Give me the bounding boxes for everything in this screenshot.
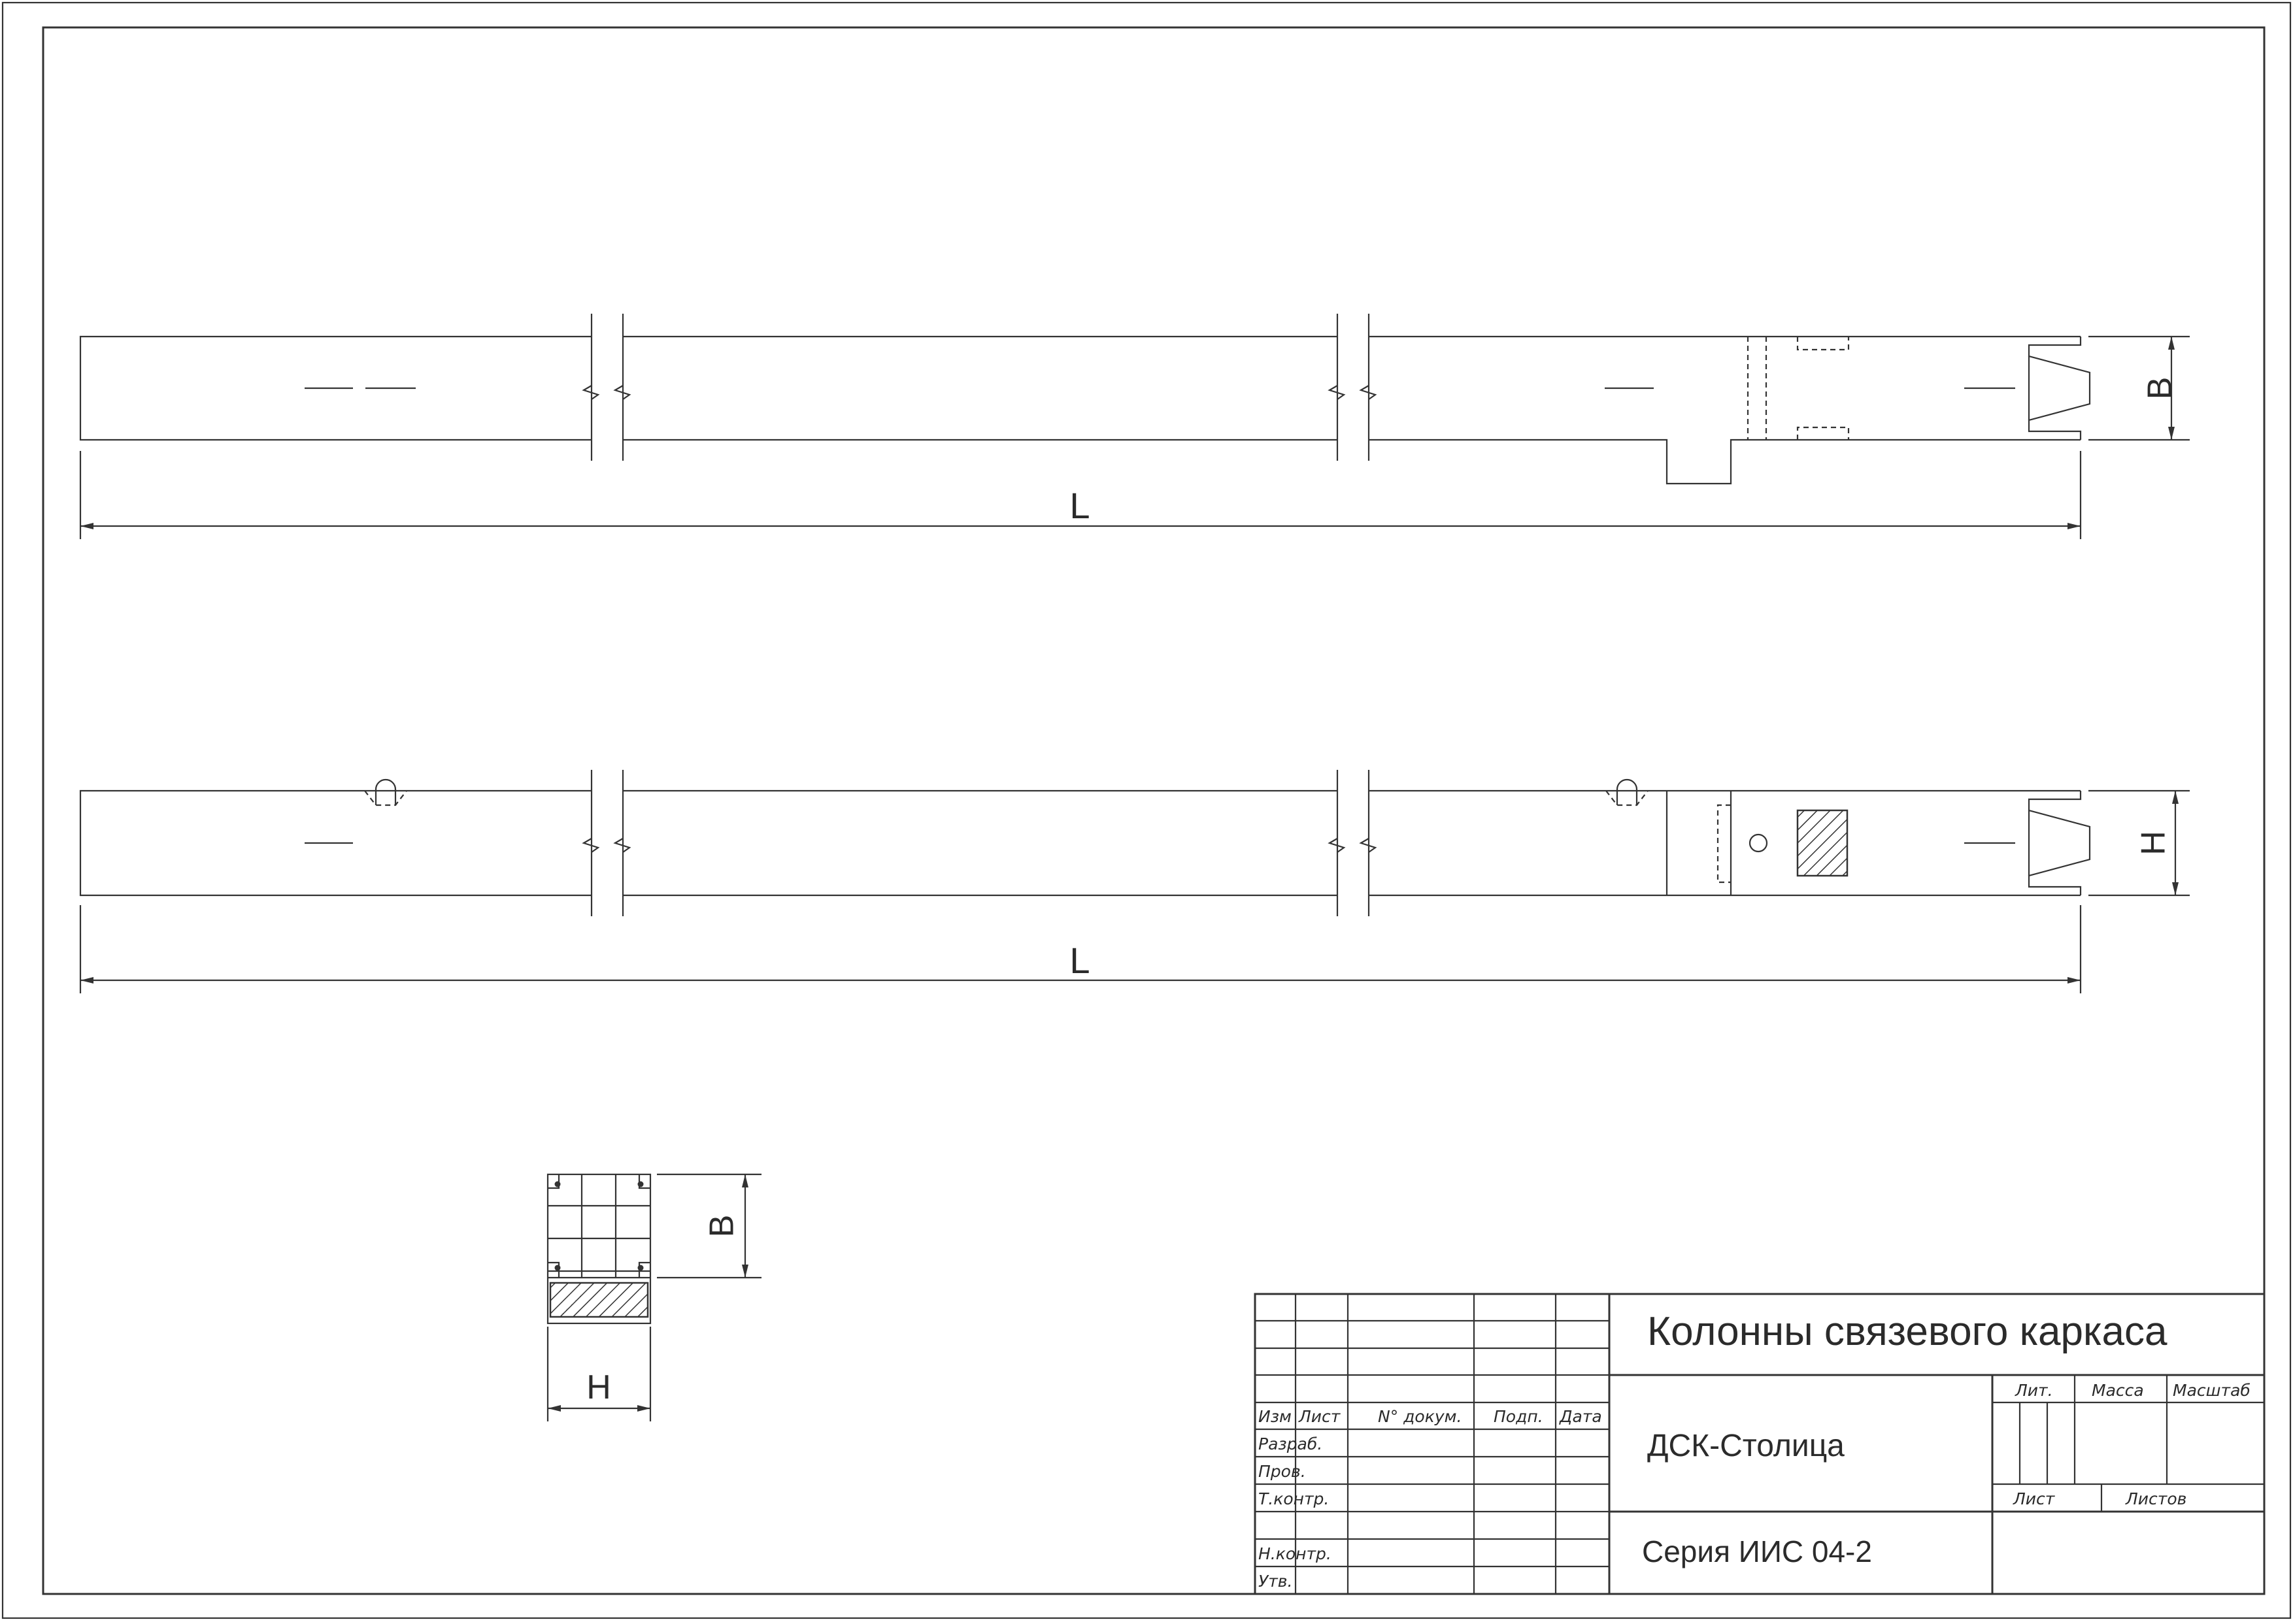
steel-plate-hatched	[1796, 809, 1849, 877]
role-approved: Утв.	[1258, 1572, 1292, 1591]
drawing-frame	[42, 26, 2266, 1595]
header-doc-number: N° докум.	[1378, 1407, 1462, 1426]
column-top-view	[79, 314, 2091, 485]
dimension-width-section	[657, 1173, 762, 1279]
dimension-l-label-top: L	[1069, 485, 1090, 526]
dimension-length-top	[79, 451, 2082, 539]
dimension-h-label-side: H	[2135, 831, 2173, 855]
header-date: Дата	[1559, 1407, 1602, 1426]
label-sheet: Лист	[2013, 1489, 2056, 1508]
role-checked: Пров.	[1258, 1462, 1306, 1481]
side-view-hidden-lines	[364, 790, 1731, 884]
role-norm-control: Н.контр.	[1258, 1544, 1331, 1563]
dimension-b-label-section: B	[703, 1215, 741, 1238]
dimension-height-section	[546, 1327, 652, 1421]
label-lit: Лит.	[2015, 1381, 2053, 1400]
header-izm: Изм	[1258, 1407, 1292, 1426]
drawing-series: Серия ИИС 04-2	[1642, 1534, 1872, 1568]
top-view-hidden-lines	[1747, 337, 1850, 440]
label-sheets: Листов	[2125, 1489, 2186, 1508]
dimension-height-side	[2088, 789, 2190, 897]
label-mass: Масса	[2092, 1381, 2144, 1400]
header-list: Лист	[1298, 1407, 1341, 1426]
cross-section-plate-hatched	[549, 1282, 649, 1318]
header-signature: Подп.	[1494, 1407, 1543, 1426]
dimension-length-side	[79, 905, 2082, 993]
drawing-title: Колонны связевого каркаса	[1647, 1309, 2167, 1354]
label-scale: Масштаб	[2173, 1381, 2251, 1400]
role-tech-control: Т.контр.	[1258, 1489, 1329, 1508]
dimension-width-top	[2088, 335, 2190, 441]
dimension-b-label-top: B	[2141, 377, 2179, 400]
column-cross-section	[546, 1173, 652, 1325]
organization-name: ДСК-Столица	[1647, 1429, 1845, 1463]
role-developed: Разраб.	[1258, 1434, 1322, 1453]
column-side-view	[79, 770, 2091, 916]
dimension-l-label-side: L	[1069, 940, 1090, 981]
dimension-h-label-section: H	[586, 1368, 611, 1406]
title-block-grid	[1254, 1293, 2266, 1595]
cross-section-rebar-dots	[554, 1181, 644, 1271]
